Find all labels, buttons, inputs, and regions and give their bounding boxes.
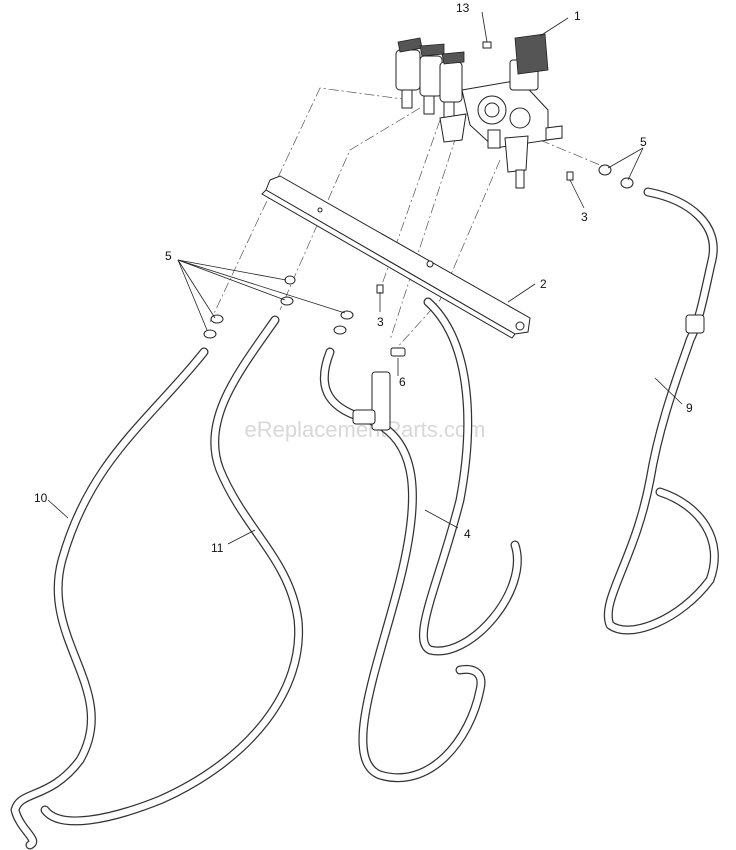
callout-13: 13 bbox=[456, 1, 470, 15]
connector-6 bbox=[390, 347, 406, 357]
valve-manifold bbox=[395, 33, 563, 189]
callout-11: 11 bbox=[211, 541, 224, 555]
callout-2: 2 bbox=[540, 277, 547, 291]
hose-clamps-5 bbox=[203, 164, 634, 339]
callout-5-left: 5 bbox=[165, 249, 172, 263]
callout-1: 1 bbox=[574, 9, 581, 23]
callout-10: 10 bbox=[34, 491, 48, 505]
callout-5-right: 5 bbox=[640, 135, 647, 149]
hose-9 bbox=[603, 187, 719, 635]
hose-10 bbox=[10, 347, 209, 850]
callout-6: 6 bbox=[399, 375, 406, 389]
callout-4: 4 bbox=[464, 527, 471, 541]
pin-3-lower bbox=[376, 284, 384, 294]
mounting-bar bbox=[261, 175, 531, 339]
hose-11 bbox=[40, 315, 304, 826]
callout-labels: 1 13 2 3 3 5 5 6 4 9 10 11 bbox=[34, 1, 693, 555]
small-fitting-13 bbox=[482, 41, 492, 49]
assembly-centerlines bbox=[209, 87, 601, 351]
callout-3-upper: 3 bbox=[581, 210, 588, 224]
callout-9: 9 bbox=[686, 401, 693, 415]
leader-lines bbox=[47, 11, 683, 545]
hose-4 bbox=[319, 297, 522, 783]
pin-3-upper bbox=[566, 171, 574, 181]
callout-3-lower: 3 bbox=[377, 315, 384, 329]
